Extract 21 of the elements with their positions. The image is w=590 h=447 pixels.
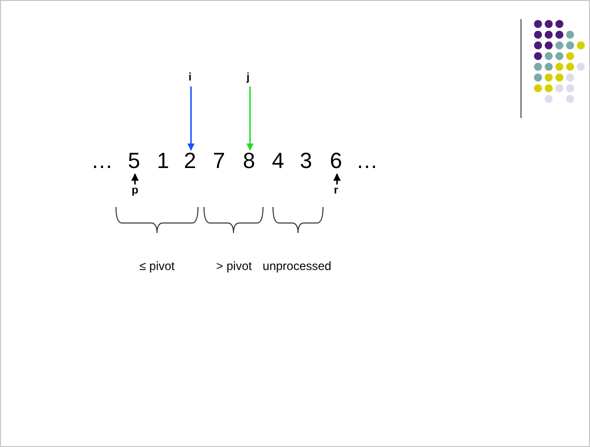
- arrow: [246, 86, 254, 151]
- ellipsis: …: [356, 150, 378, 172]
- pointer-label: p: [132, 186, 138, 196]
- arrow: [333, 173, 341, 184]
- arrow: [131, 173, 139, 184]
- array-value: 4: [272, 150, 284, 172]
- array-value: 8: [242, 150, 256, 172]
- ellipsis: …: [91, 150, 113, 172]
- pointer-label: r: [334, 186, 338, 196]
- array-value: 6: [330, 150, 342, 172]
- region-label: unprocessed: [262, 260, 332, 272]
- arrow: [187, 86, 195, 151]
- region-label: ≤ pivot: [139, 260, 175, 272]
- region-label: > pivot: [216, 260, 252, 272]
- array-value: 1: [156, 150, 170, 172]
- array-value: 3: [300, 150, 312, 172]
- pointer-label: j: [246, 72, 250, 84]
- array-value: 2: [184, 150, 196, 172]
- array-value: 5: [128, 150, 140, 172]
- pointer-label: i: [188, 72, 192, 84]
- array-value: 7: [212, 150, 226, 172]
